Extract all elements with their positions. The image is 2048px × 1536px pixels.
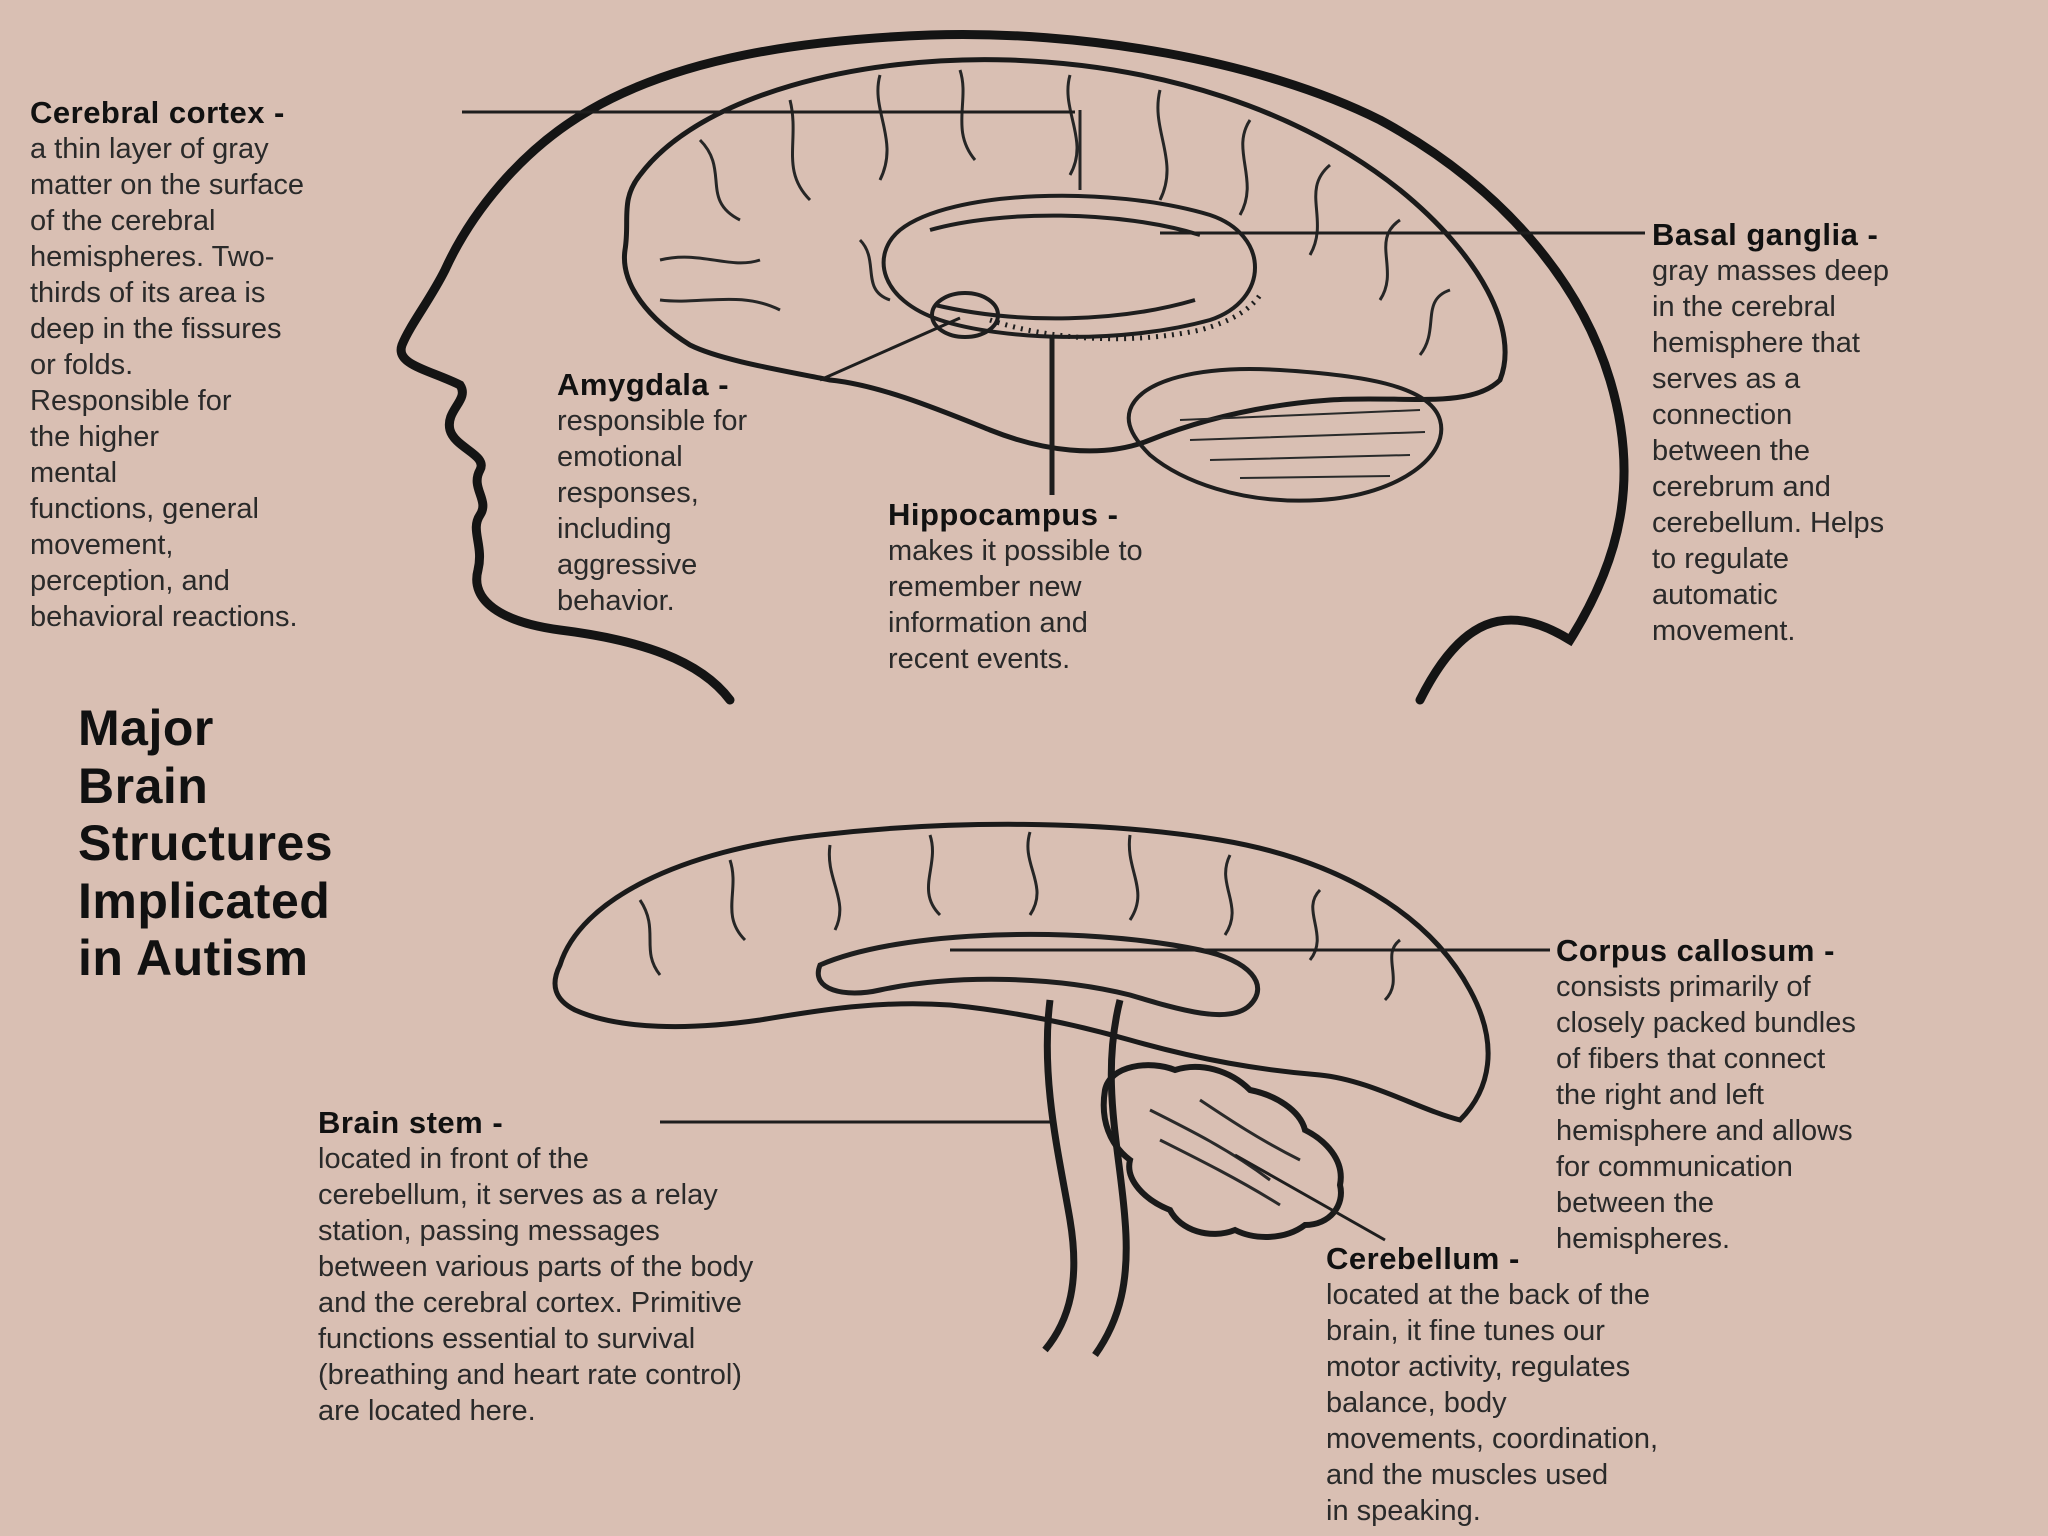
brain-stem-shape xyxy=(1042,999,1130,1358)
label-cerebral-cortex: Cerebral cortex - a thin layer of gray m… xyxy=(30,94,304,636)
cerebral-cortex-term: Cerebral cortex - xyxy=(30,95,285,130)
label-amygdala: Amygdala - responsible for emotional res… xyxy=(557,366,747,620)
brain-stem-desc: located in front of the cerebellum, it s… xyxy=(318,1143,754,1428)
label-basal-ganglia: Basal ganglia - gray masses deep in the … xyxy=(1652,216,1889,650)
upper-brain-outline xyxy=(621,57,1508,454)
label-hippocampus: Hippocampus - makes it possible to remem… xyxy=(888,496,1143,678)
basal-ganglia-shape xyxy=(881,193,1257,339)
basal-ganglia-term: Basal ganglia - xyxy=(1652,217,1879,252)
label-cerebellum: Cerebellum - located at the back of the … xyxy=(1326,1240,1658,1530)
upper-cerebellum-shape xyxy=(1126,367,1444,503)
hippocampus-desc: makes it possible to remember new inform… xyxy=(888,535,1143,676)
lower-brain-folds xyxy=(638,831,1402,1002)
lower-brain-outline xyxy=(552,821,1491,1123)
amygdala-shape xyxy=(930,291,1000,339)
amygdala-desc: responsible for emotional responses, inc… xyxy=(557,405,748,618)
upper-cerebellum-lines xyxy=(1179,409,1426,479)
basal-ganglia-desc: gray masses deep in the cerebral hemisph… xyxy=(1652,255,1889,647)
diagram-title: Major Brain Structures Implicated in Aut… xyxy=(78,700,334,986)
leader-amygdala xyxy=(819,316,961,382)
corpus-callosum-shape xyxy=(815,931,1261,1018)
label-corpus-callosum: Corpus callosum - consists primarily of … xyxy=(1556,932,1856,1258)
corpus-callosum-term: Corpus callosum - xyxy=(1556,933,1835,968)
cerebral-cortex-desc: a thin layer of gray matter on the surfa… xyxy=(30,133,305,633)
leader-cerebellum xyxy=(1234,1153,1386,1242)
lower-cerebellum-lines xyxy=(1149,1098,1301,1207)
label-brain-stem: Brain stem - located in front of the cer… xyxy=(318,1104,753,1430)
corpus-callosum-desc: consists primarily of closely packed bun… xyxy=(1556,971,1856,1256)
amygdala-term: Amygdala - xyxy=(557,367,730,402)
hippocampus-shape xyxy=(989,293,1263,342)
brain-stem-term: Brain stem - xyxy=(318,1105,504,1140)
hippocampus-term: Hippocampus - xyxy=(888,497,1119,532)
cerebellum-term: Cerebellum - xyxy=(1326,1241,1520,1276)
cerebellum-desc: located at the back of the brain, it fin… xyxy=(1326,1279,1659,1528)
lower-cerebellum-shape xyxy=(1100,1062,1344,1240)
upper-brain-folds xyxy=(659,69,1451,356)
head-outline xyxy=(396,30,1629,705)
